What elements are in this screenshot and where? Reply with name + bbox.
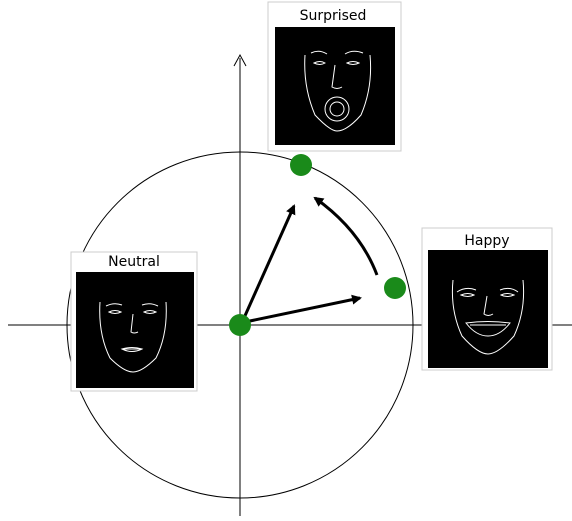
arrow-happy-to-surprised <box>313 196 379 276</box>
face-outline <box>99 301 167 373</box>
face-outline <box>451 279 525 355</box>
neutral-face-image <box>76 272 194 388</box>
surprised-label: Surprised <box>300 8 367 24</box>
surprised-face-image <box>275 27 395 145</box>
happy-face-image <box>428 250 548 368</box>
surprised-point <box>290 154 312 176</box>
happy-label: Happy <box>464 233 509 249</box>
arrow-origin-to-happy <box>244 294 362 324</box>
neutral-label: Neutral <box>108 254 160 270</box>
neutral-card: Neutral <box>70 251 198 392</box>
happy-card: Happy <box>421 227 553 371</box>
surprised-card: Surprised <box>267 1 402 152</box>
arrow-origin-to-surprised <box>242 204 296 319</box>
origin-point <box>229 314 251 336</box>
unit-circle <box>66 151 414 499</box>
happy-point <box>384 277 406 299</box>
y-axis-arrowhead <box>233 53 247 67</box>
face-outline <box>304 54 372 132</box>
